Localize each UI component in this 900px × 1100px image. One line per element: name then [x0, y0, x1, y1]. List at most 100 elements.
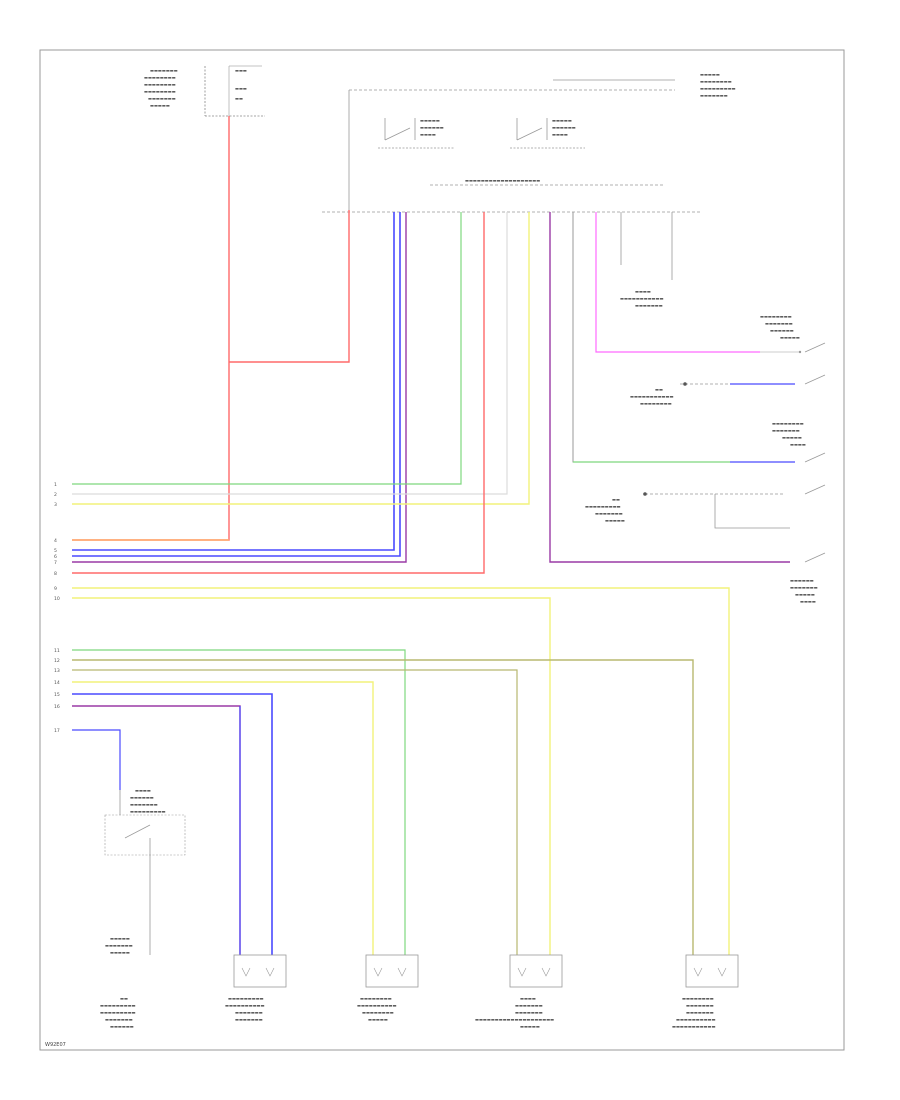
svg-text:▬▬▬▬▬▬: ▬▬▬▬▬▬ — [110, 1024, 134, 1029]
svg-text:11: 11 — [54, 648, 60, 654]
svg-text:▬▬▬▬▬▬▬▬: ▬▬▬▬▬▬▬▬ — [360, 996, 392, 1001]
svg-text:▬▬▬▬▬▬: ▬▬▬▬▬▬ — [790, 578, 814, 583]
wire-magenta — [595, 212, 760, 353]
wire-purple-3 — [72, 705, 241, 955]
wire-olive-1 — [72, 659, 694, 955]
wire-red-2 — [72, 212, 485, 574]
wire-olive-2 — [72, 669, 518, 955]
wire-yellow-1 — [72, 212, 530, 505]
svg-text:▬▬▬▬▬▬▬▬: ▬▬▬▬▬▬▬▬ — [682, 996, 714, 1001]
harness-pins-lower: 11 12 13 14 15 16 17 — [54, 648, 60, 734]
svg-text:1: 1 — [54, 482, 57, 488]
svg-text:▬▬▬▬: ▬▬▬▬ — [520, 996, 536, 1001]
svg-text:15: 15 — [54, 692, 60, 698]
svg-text:2: 2 — [54, 492, 57, 498]
svg-text:▬▬▬▬▬▬▬: ▬▬▬▬▬▬▬ — [105, 1017, 133, 1022]
svg-text:▬▬▬▬▬▬▬: ▬▬▬▬▬▬▬ — [595, 511, 623, 516]
wire-green-2 — [72, 649, 406, 955]
svg-text:▬▬▬▬▬▬▬▬▬: ▬▬▬▬▬▬▬▬▬ — [100, 1010, 136, 1015]
svg-text:▬▬▬▬▬▬▬▬: ▬▬▬▬▬▬▬▬ — [760, 314, 792, 319]
svg-text:▬▬▬▬▬: ▬▬▬▬▬ — [700, 72, 720, 77]
svg-text:▬▬▬▬▬: ▬▬▬▬▬ — [368, 1017, 388, 1022]
svg-text:▬▬▬▬▬: ▬▬▬▬▬ — [520, 1024, 540, 1029]
svg-text:▬▬▬▬▬▬▬▬: ▬▬▬▬▬▬▬▬ — [772, 421, 804, 426]
svg-text:▬▬▬▬▬▬▬▬▬▬: ▬▬▬▬▬▬▬▬▬▬ — [676, 1017, 716, 1022]
svg-text:▬▬▬▬▬▬▬▬▬: ▬▬▬▬▬▬▬▬▬ — [228, 996, 264, 1001]
svg-text:▬▬▬▬▬▬▬▬: ▬▬▬▬▬▬▬▬ — [144, 75, 176, 80]
svg-text:▬▬▬▬▬▬▬▬: ▬▬▬▬▬▬▬▬ — [362, 1010, 394, 1015]
svg-text:▬▬: ▬▬ — [612, 497, 620, 502]
svg-text:▬▬▬▬▬▬▬▬▬: ▬▬▬▬▬▬▬▬▬ — [700, 86, 736, 91]
svg-text:▬▬▬▬▬▬▬: ▬▬▬▬▬▬▬ — [790, 585, 818, 590]
svg-text:▬▬▬: ▬▬▬ — [235, 68, 247, 73]
junction-block-top-left: ▬▬▬▬▬▬▬ ▬▬▬▬▬▬▬▬ ▬▬▬▬▬▬▬▬ ▬▬▬▬▬▬▬▬ ▬▬▬▬▬… — [144, 65, 265, 117]
svg-text:▬▬: ▬▬ — [655, 387, 663, 392]
wire-blue-2 — [72, 212, 401, 557]
switch-assembly-top: ▬▬▬▬▬ ▬▬▬▬▬▬ ▬▬▬▬ ▬▬▬▬▬ ▬▬▬▬▬▬ ▬▬▬▬ ▬▬▬▬… — [348, 72, 736, 210]
svg-text:▬▬▬▬▬▬▬▬▬: ▬▬▬▬▬▬▬▬▬ — [100, 1003, 136, 1008]
svg-text:▬▬▬▬▬▬: ▬▬▬▬▬▬ — [770, 328, 794, 333]
svg-text:▬▬▬▬▬: ▬▬▬▬▬ — [110, 950, 130, 955]
right-switch-1: ▬▬▬▬▬▬▬▬ ▬▬▬▬▬▬▬ ▬▬▬▬▬▬ ▬▬▬▬▬ — [760, 314, 826, 354]
svg-text:▬▬▬▬: ▬▬▬▬ — [635, 289, 651, 294]
lower-left-switch: ▬▬▬▬ ▬▬▬▬▬▬ ▬▬▬▬▬▬▬ ▬▬▬▬▬▬▬▬▬ ▬▬▬▬▬ ▬▬▬▬… — [100, 788, 186, 1029]
ground-label-top-right: ▬▬▬▬ ▬▬▬▬▬▬▬▬▬▬▬ ▬▬▬▬▬▬▬ — [620, 289, 664, 308]
svg-text:▬▬▬▬: ▬▬▬▬ — [420, 132, 436, 137]
svg-text:▬▬▬▬▬▬▬: ▬▬▬▬▬▬▬ — [148, 96, 176, 101]
svg-text:12: 12 — [54, 658, 60, 664]
wire-yellow-4 — [72, 681, 374, 955]
right-switch-5: ▬▬▬▬▬▬ ▬▬▬▬▬▬▬ ▬▬▬▬▬ ▬▬▬▬ — [790, 552, 826, 604]
wire-red-power — [72, 116, 230, 541]
svg-text:8: 8 — [54, 571, 57, 577]
svg-text:▬▬▬▬▬▬▬▬▬▬▬: ▬▬▬▬▬▬▬▬▬▬▬ — [620, 296, 664, 301]
svg-text:▬▬▬▬▬▬▬: ▬▬▬▬▬▬▬ — [700, 93, 728, 98]
sensor-3: ▬▬▬▬ ▬▬▬▬▬▬▬ ▬▬▬▬▬▬▬ ▬▬▬▬▬▬▬▬▬▬▬▬▬▬▬▬▬▬▬… — [475, 954, 563, 1029]
svg-text:▬▬▬▬▬▬▬: ▬▬▬▬▬▬▬ — [235, 1017, 263, 1022]
wire-yellow-2 — [72, 587, 730, 955]
svg-text:▬▬▬▬▬▬▬: ▬▬▬▬▬▬▬ — [686, 1003, 714, 1008]
svg-text:▬▬▬▬: ▬▬▬▬ — [800, 599, 816, 604]
svg-text:▬▬▬▬: ▬▬▬▬ — [135, 788, 151, 793]
svg-text:▬▬▬▬▬▬▬▬▬: ▬▬▬▬▬▬▬▬▬ — [585, 504, 621, 509]
svg-text:▬▬: ▬▬ — [120, 996, 128, 1001]
wire-yellow-3 — [72, 597, 551, 955]
svg-text:▬▬▬▬▬: ▬▬▬▬▬ — [605, 518, 625, 523]
svg-text:▬▬▬▬▬▬▬: ▬▬▬▬▬▬▬ — [772, 428, 800, 433]
svg-text:▬▬▬▬▬: ▬▬▬▬▬ — [795, 592, 815, 597]
sensor-4: ▬▬▬▬▬▬▬▬ ▬▬▬▬▬▬▬ ▬▬▬▬▬▬▬ ▬▬▬▬▬▬▬▬▬▬ ▬▬▬▬… — [672, 954, 739, 1029]
svg-text:▬▬▬▬▬: ▬▬▬▬▬ — [552, 118, 572, 123]
svg-text:▬▬▬▬▬: ▬▬▬▬▬ — [780, 335, 800, 340]
svg-text:3: 3 — [54, 502, 57, 508]
svg-text:▬▬▬▬▬▬: ▬▬▬▬▬▬ — [420, 125, 444, 130]
svg-text:▬▬▬▬▬▬▬: ▬▬▬▬▬▬▬ — [515, 1003, 543, 1008]
wire-green-1 — [72, 212, 462, 485]
wire-blue-1 — [72, 212, 395, 551]
wire-white-1 — [72, 212, 508, 495]
svg-text:6: 6 — [54, 554, 57, 560]
svg-text:▬▬▬▬▬▬▬▬▬▬▬▬▬▬▬▬▬▬▬▬: ▬▬▬▬▬▬▬▬▬▬▬▬▬▬▬▬▬▬▬▬ — [475, 1017, 554, 1022]
svg-text:▬▬: ▬▬ — [235, 96, 243, 101]
svg-text:▬▬▬▬▬▬▬▬▬▬▬: ▬▬▬▬▬▬▬▬▬▬▬ — [630, 394, 674, 399]
svg-text:14: 14 — [54, 680, 60, 686]
svg-text:▬▬▬▬▬▬▬▬: ▬▬▬▬▬▬▬▬ — [700, 79, 732, 84]
wire-purple-1 — [72, 212, 407, 563]
svg-text:17: 17 — [54, 728, 60, 734]
svg-text:16: 16 — [54, 704, 60, 710]
right-switch-3: ▬▬▬▬▬▬▬▬ ▬▬▬▬▬▬▬ ▬▬▬▬▬ ▬▬▬▬ — [772, 421, 826, 463]
sensor-2: ▬▬▬▬▬▬▬▬ ▬▬▬▬▬▬▬▬▬▬ ▬▬▬▬▬▬▬▬ ▬▬▬▬▬ — [357, 954, 419, 1022]
svg-text:▬▬▬▬▬▬: ▬▬▬▬▬▬ — [130, 795, 154, 800]
svg-text:▬▬▬▬▬: ▬▬▬▬▬ — [420, 118, 440, 123]
svg-text:7: 7 — [54, 560, 57, 566]
svg-text:▬▬▬▬▬: ▬▬▬▬▬ — [110, 936, 130, 941]
control-module-connector: ▬▬▬▬▬▬▬▬▬▬▬▬▬▬▬▬▬▬▬ — [322, 178, 700, 213]
svg-text:▬▬▬▬▬▬▬▬▬▬: ▬▬▬▬▬▬▬▬▬▬ — [357, 1003, 397, 1008]
svg-text:5: 5 — [54, 548, 57, 554]
svg-text:▬▬▬▬▬▬▬: ▬▬▬▬▬▬▬ — [150, 68, 178, 73]
svg-text:▬▬▬▬▬▬▬▬▬▬: ▬▬▬▬▬▬▬▬▬▬ — [225, 1003, 265, 1008]
wire-blue-lower-left — [72, 729, 121, 790]
svg-text:▬▬▬▬▬▬▬: ▬▬▬▬▬▬▬ — [635, 303, 663, 308]
svg-text:▬▬▬▬▬▬: ▬▬▬▬▬▬ — [552, 125, 576, 130]
svg-text:▬▬▬▬▬▬▬▬▬▬▬: ▬▬▬▬▬▬▬▬▬▬▬ — [672, 1024, 716, 1029]
svg-text:▬▬▬▬▬▬▬▬: ▬▬▬▬▬▬▬▬ — [144, 82, 176, 87]
